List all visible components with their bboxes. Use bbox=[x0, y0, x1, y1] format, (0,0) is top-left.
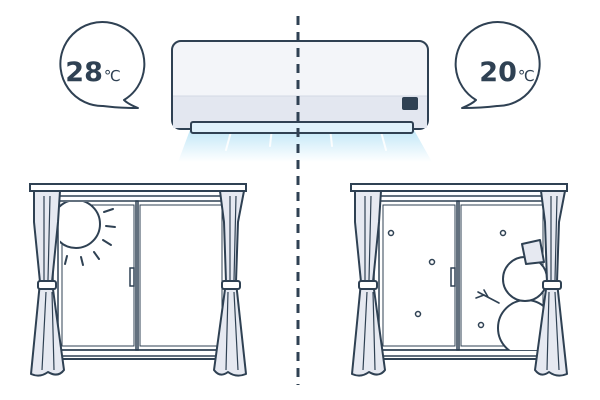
window-sash-right-1 bbox=[378, 200, 460, 351]
window-handle-right bbox=[450, 267, 456, 287]
snowman-icon bbox=[475, 239, 546, 350]
svg-text:28℃: 28℃ bbox=[65, 57, 120, 88]
temperature-unit-right: ℃ bbox=[518, 67, 535, 85]
svg-text:20℃: 20℃ bbox=[479, 57, 534, 88]
window-left bbox=[29, 183, 247, 377]
window-handle-left bbox=[129, 267, 135, 287]
snowflake-icons bbox=[387, 229, 507, 329]
air-conditioner bbox=[171, 40, 432, 162]
temperature-unit-left: ℃ bbox=[104, 67, 121, 85]
ac-louver bbox=[190, 121, 414, 134]
curtain-left-b bbox=[213, 190, 247, 377]
window-right bbox=[350, 183, 568, 377]
temperature-value-left: 28 bbox=[65, 57, 103, 88]
cool-airflow bbox=[178, 130, 432, 162]
curtain-rod-left bbox=[29, 183, 247, 192]
temperature-value-right: 20 bbox=[479, 57, 517, 88]
window-sash-left-1 bbox=[57, 200, 139, 351]
curtain-left-a bbox=[30, 190, 65, 377]
curtain-rod-right bbox=[350, 183, 568, 192]
temperature-bubble-right: 20℃ bbox=[454, 21, 541, 109]
curtain-right-a bbox=[351, 190, 386, 377]
ac-display-icon bbox=[402, 97, 418, 110]
curtain-right-b bbox=[534, 190, 568, 377]
temperature-bubble-left: 28℃ bbox=[59, 21, 146, 109]
sun-icon bbox=[60, 202, 116, 266]
